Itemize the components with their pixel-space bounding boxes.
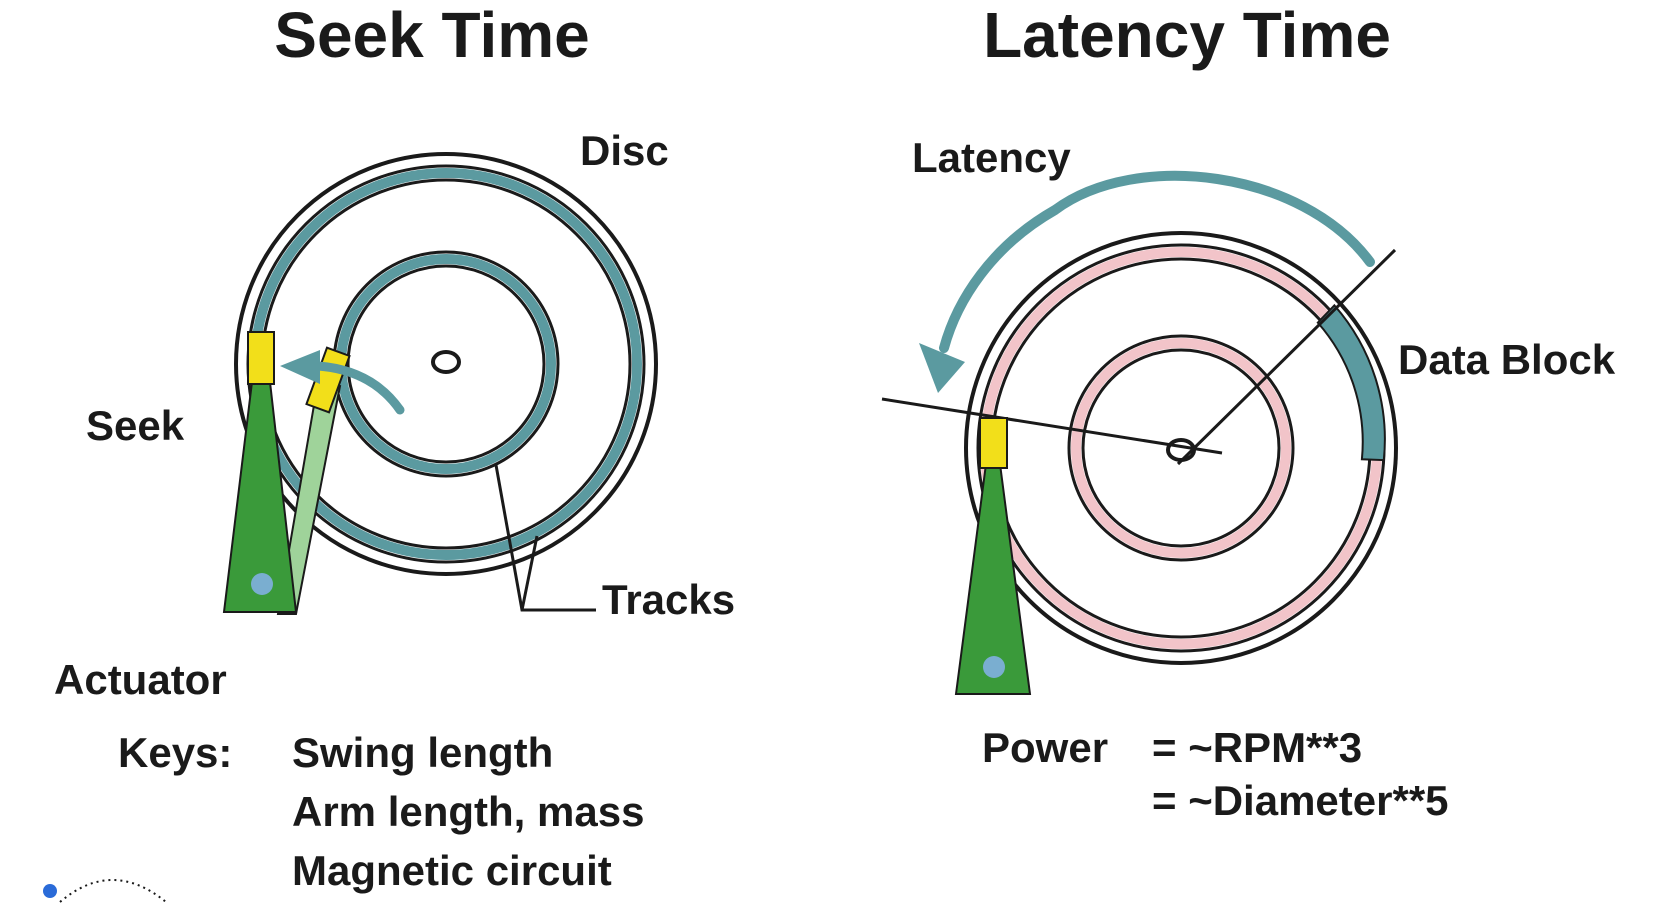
- inner-track-inner-outline: [1081, 348, 1281, 548]
- seek-time-title: Seek Time: [274, 0, 589, 71]
- latency-time-title: Latency Time: [983, 0, 1391, 71]
- disc-outer-edge: [964, 231, 1398, 665]
- read-head: [979, 417, 1008, 469]
- tracks-leader: [494, 464, 596, 612]
- keys-label: Keys:: [118, 729, 232, 776]
- actuator-pivot: [251, 573, 273, 595]
- data-block: [1316, 303, 1386, 462]
- power-formula: = ~Diameter**5: [1152, 777, 1449, 824]
- tracks-label: Tracks: [602, 576, 735, 623]
- latency-label: Latency: [912, 134, 1071, 181]
- latency-time-panel: Latency Time: [881, 0, 1616, 824]
- actuator-pivot: [983, 656, 1005, 678]
- pointer-trail: [43, 879, 167, 903]
- disc-outer-edge: [234, 152, 658, 576]
- actuator-label: Actuator: [54, 656, 227, 703]
- data-block-radius-line: [1176, 248, 1397, 466]
- latency-actuator: [954, 417, 1032, 695]
- spindle-hole: [431, 350, 461, 374]
- latency-disc: [964, 231, 1398, 665]
- latency-arrow: [919, 170, 1375, 393]
- power-label: Power: [982, 724, 1108, 771]
- seek-arrow: [280, 350, 405, 415]
- read-head: [247, 331, 275, 385]
- cursor-dot-icon: [43, 884, 57, 898]
- data-block-label: Data Block: [1398, 336, 1616, 383]
- key-item: Magnetic circuit: [292, 847, 612, 894]
- inner-track-outline: [1067, 334, 1295, 562]
- inner-track-inner-outline: [346, 264, 546, 464]
- latency-angle-lines: [881, 248, 1397, 466]
- inner-track: [1071, 338, 1291, 558]
- power-formula: = ~RPM**3: [1152, 724, 1362, 771]
- cursor-trail: [59, 879, 167, 903]
- disc-label: Disc: [580, 127, 669, 174]
- actuator-arms: [222, 331, 351, 615]
- key-item: Arm length, mass: [292, 788, 644, 835]
- seek-time-panel: Seek Time: [54, 0, 735, 894]
- seek-label: Seek: [86, 402, 185, 449]
- key-item: Swing length: [292, 729, 553, 776]
- head-radius-line: [881, 397, 1223, 455]
